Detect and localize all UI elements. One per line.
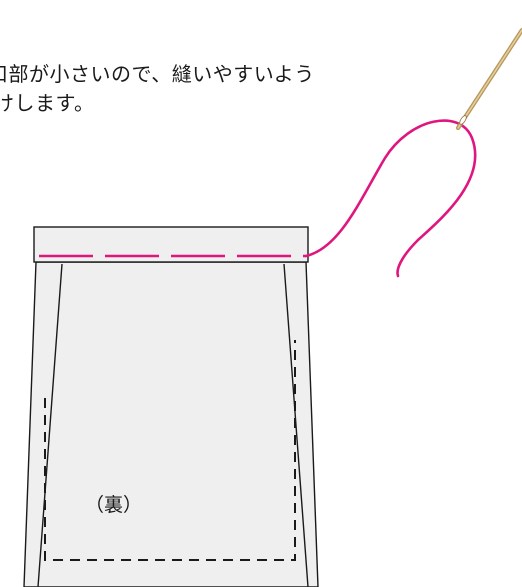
instruction-line-2: けします。 <box>0 91 95 115</box>
left-side-line <box>37 263 63 587</box>
thread <box>304 119 477 278</box>
instruction-text: 口部が小さいので、縫いやすいよう けします。 <box>0 60 520 118</box>
bag-body <box>23 261 319 587</box>
instruction-line-1: 口部が小さいので、縫いやすいよう <box>0 62 315 86</box>
needle-icon <box>455 27 522 131</box>
reverse-side-label: （裏） <box>85 494 142 516</box>
